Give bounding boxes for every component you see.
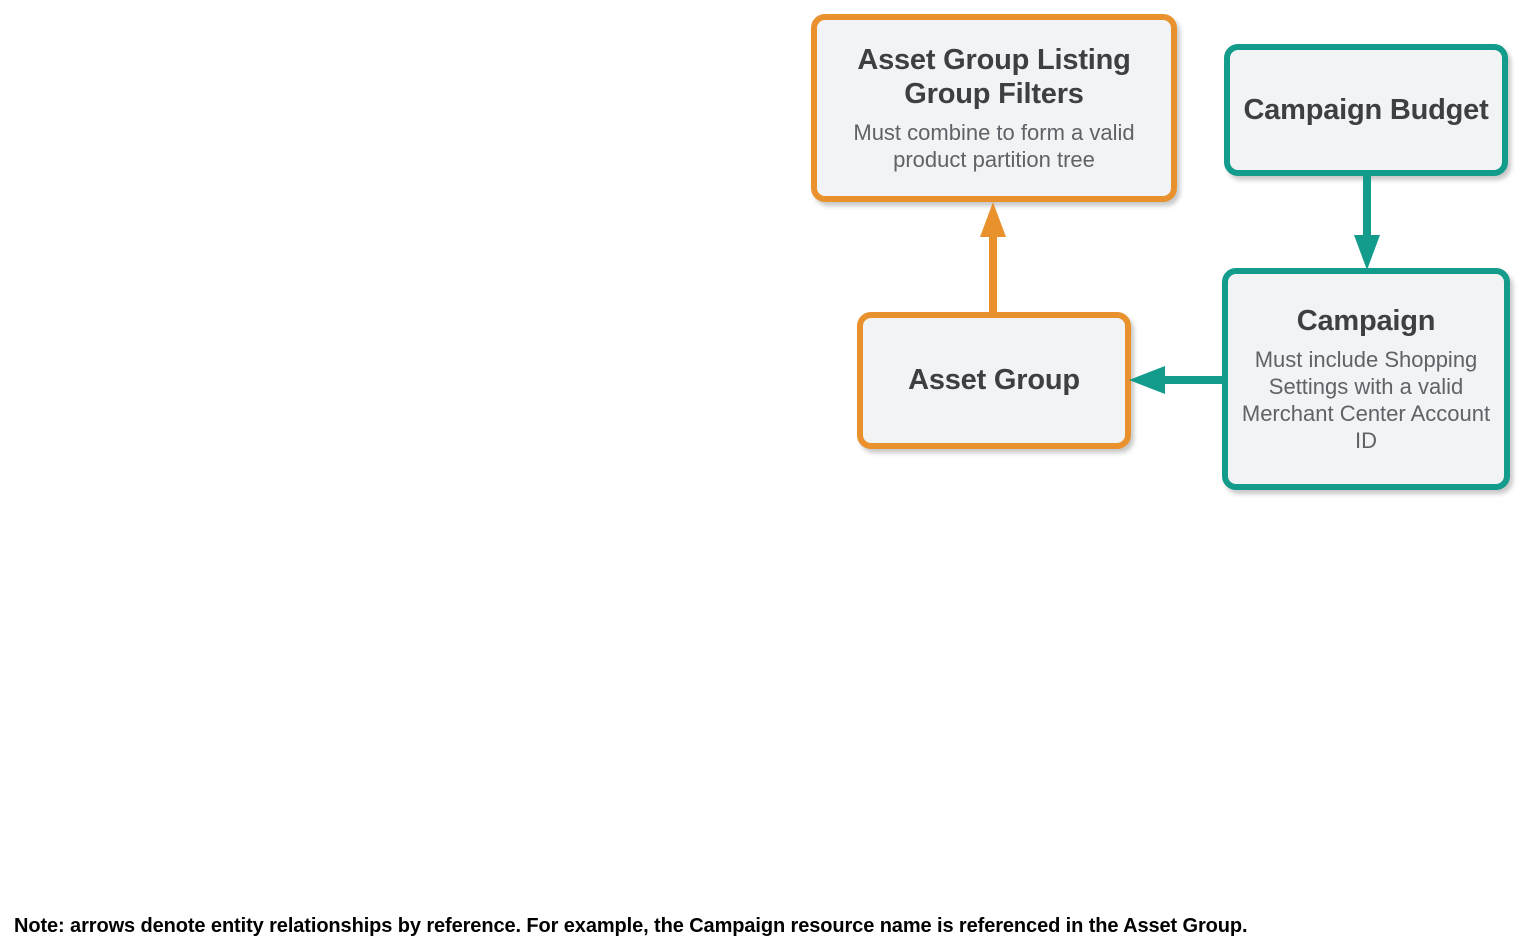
arrow-shaft [1162, 376, 1224, 384]
arrow-campaign-budget-to-campaign [1354, 174, 1380, 270]
node-asset-group[interactable]: Asset Group [857, 312, 1131, 449]
arrowhead-down-icon [1354, 235, 1380, 270]
node-campaign-budget[interactable]: Campaign Budget [1224, 44, 1508, 176]
arrow-campaign-to-asset-group [1129, 366, 1224, 394]
node-description: Must combine to form a valid product par… [853, 119, 1135, 172]
arrowhead-left-icon [1129, 366, 1165, 394]
node-title: Campaign [1296, 305, 1436, 338]
node-asset-group-listing-group-filters[interactable]: Asset Group Listing Group Filters Must c… [811, 14, 1177, 202]
node-campaign[interactable]: Campaign Must include Shopping Settings … [1222, 268, 1510, 490]
node-title: Campaign Budget [1243, 93, 1489, 126]
arrow-shaft [1363, 174, 1371, 237]
arrow-shaft [989, 235, 997, 314]
arrowhead-up-icon [980, 202, 1006, 237]
node-title: Asset Group Listing Group Filters [857, 44, 1131, 111]
node-description: Must include Shopping Settings with a va… [1241, 346, 1491, 453]
arrow-asset-group-to-listing-group-filters [980, 202, 1006, 314]
node-title: Asset Group [908, 364, 1080, 397]
diagram-note: Note: arrows denote entity relationships… [14, 915, 1248, 937]
